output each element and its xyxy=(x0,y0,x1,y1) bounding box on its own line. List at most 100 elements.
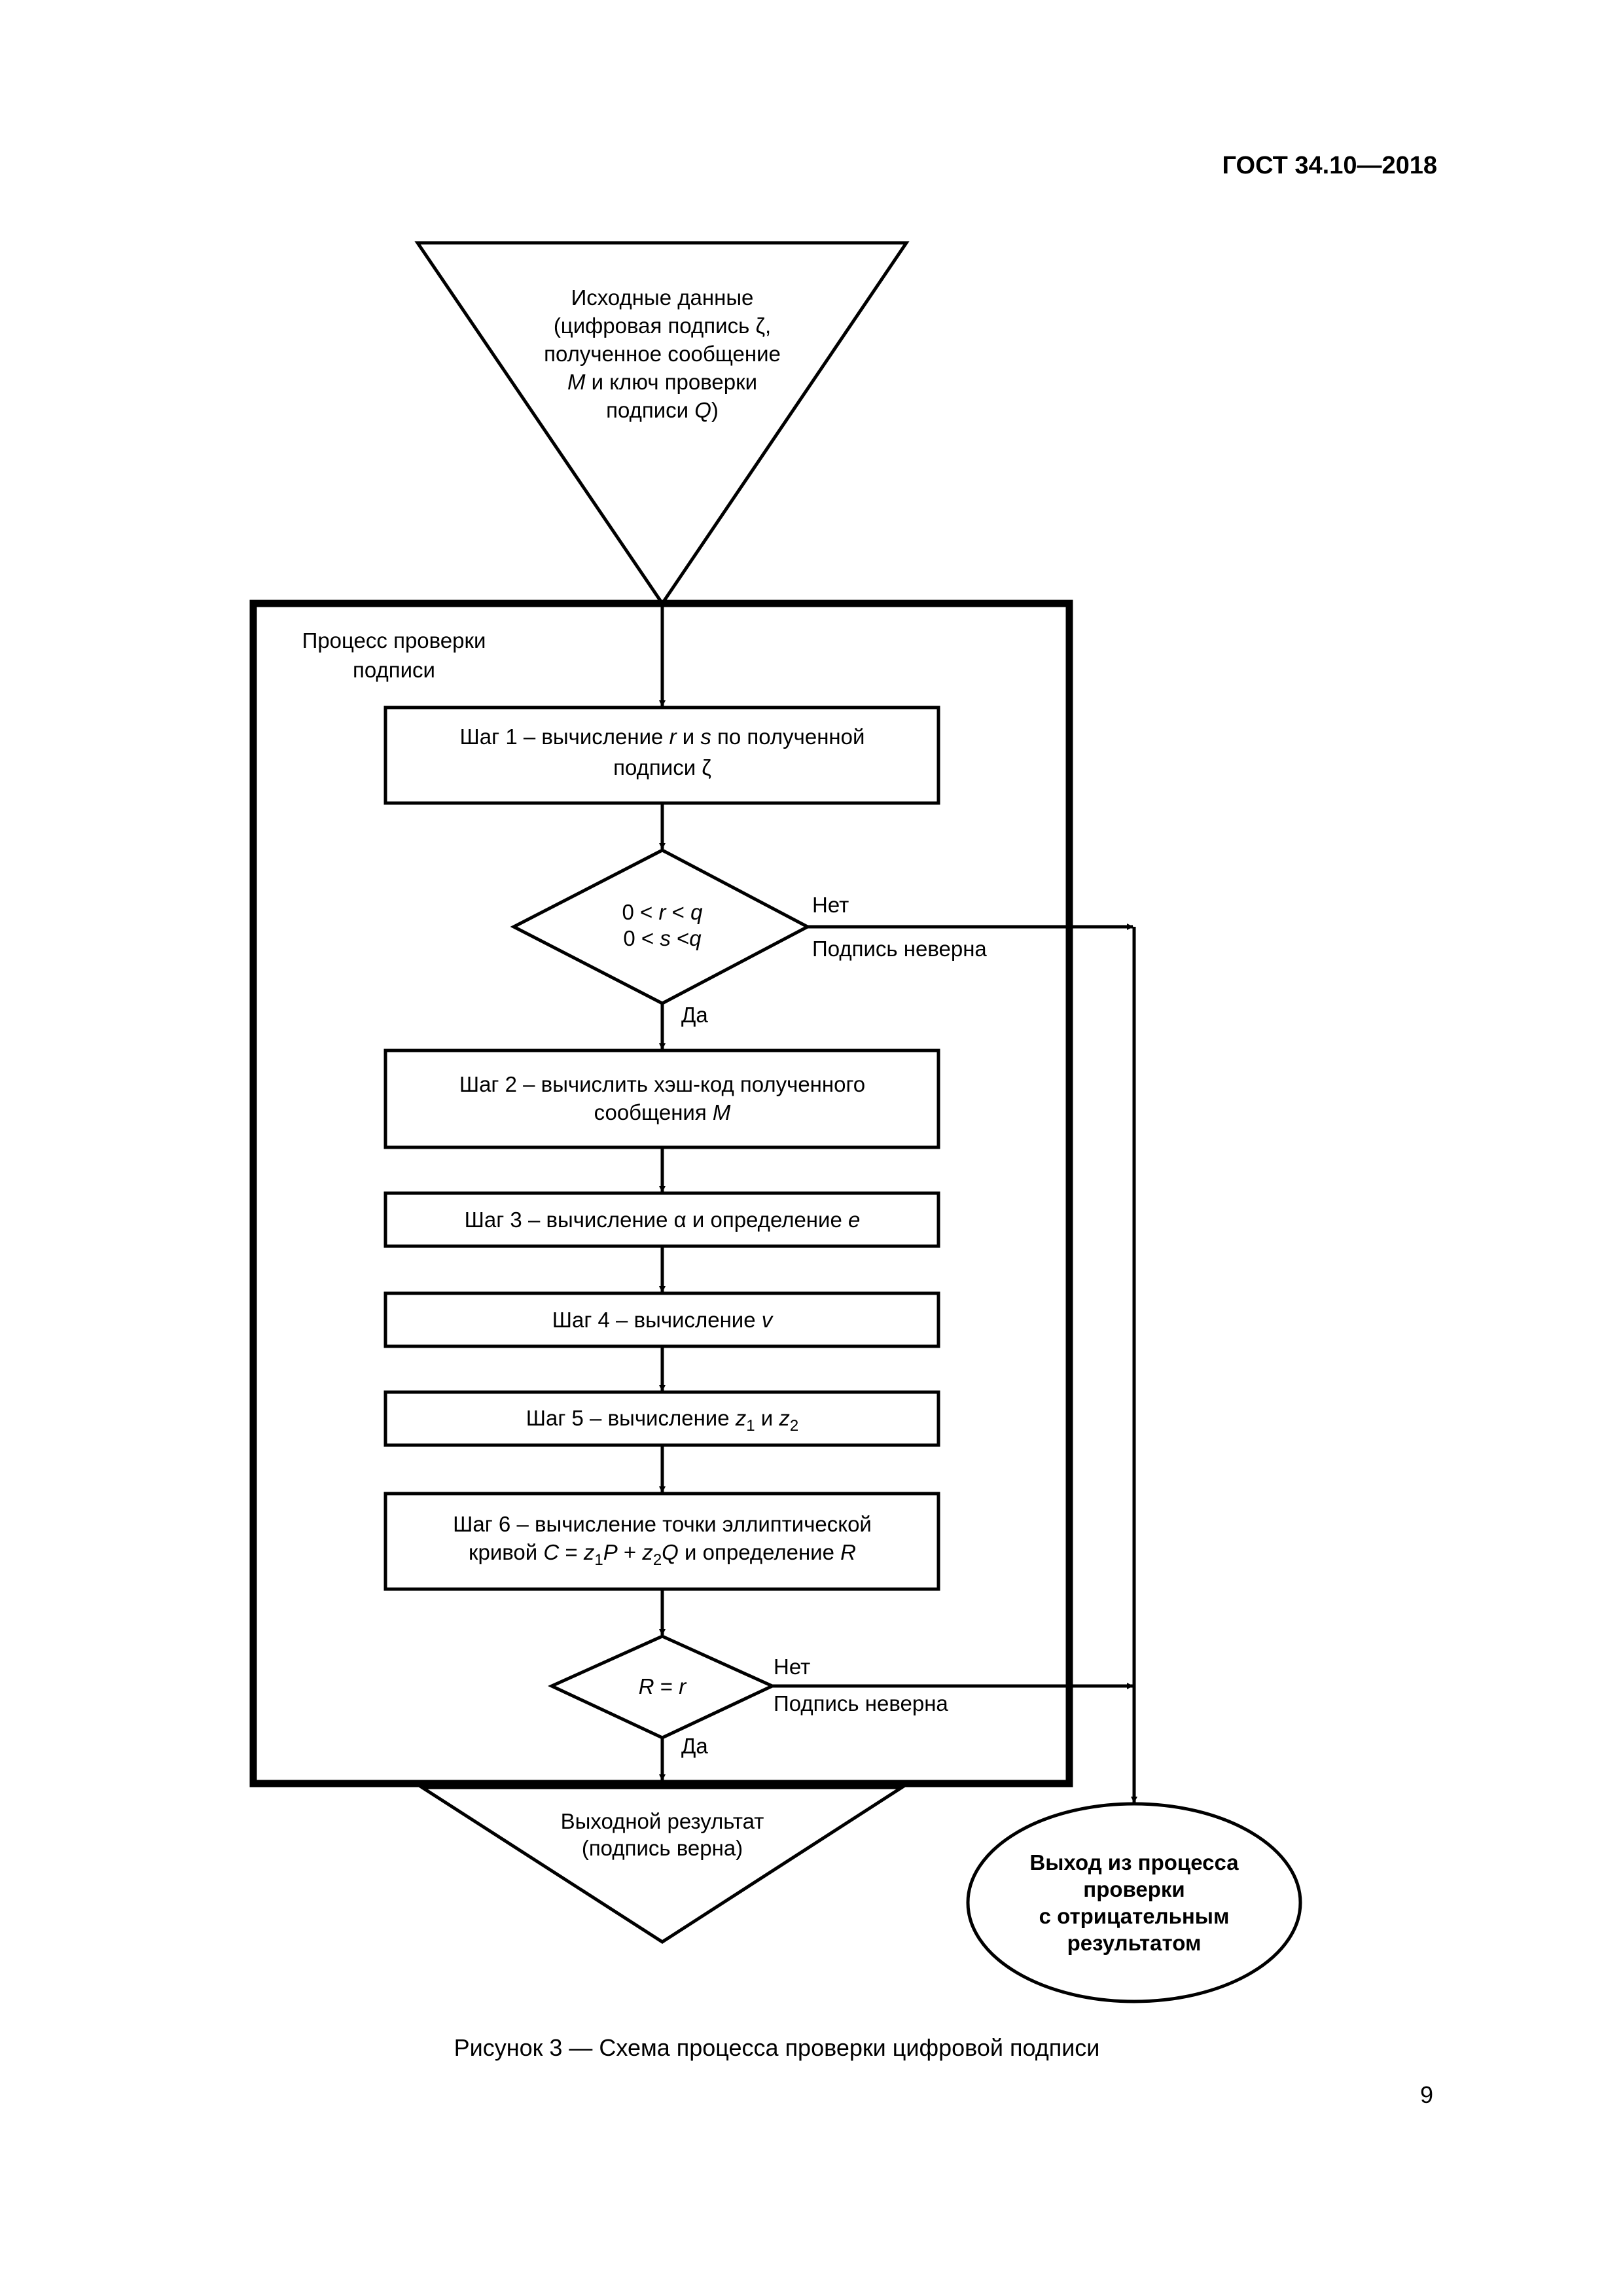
text-segment: Шаг 4 – вычисление xyxy=(552,1308,762,1332)
process-label: Процесс проверки подписи xyxy=(302,628,486,682)
text-line: Шаг 3 – вычисление α и определение e xyxy=(465,1208,861,1232)
text-segment: Шаг 3 – вычисление α и определение xyxy=(465,1208,848,1232)
text-line: 0 < r < q xyxy=(622,900,704,924)
figure-caption: Рисунок 3 — Схема процесса проверки цифр… xyxy=(454,2034,1100,2061)
text-segment: Шаг 6 – вычисление точки эллиптической xyxy=(453,1512,872,1536)
italic-symbol: z xyxy=(778,1406,790,1430)
italic-symbol: v xyxy=(762,1308,774,1332)
text-segment: Исходные данные xyxy=(571,285,754,310)
text-segment: Шаг 2 – вычислить хэш-код полученного xyxy=(459,1072,865,1096)
text-segment: ) xyxy=(711,398,719,422)
italic-symbol: R xyxy=(840,1540,856,1564)
text-line: Шаг 6 – вычисление точки эллиптической xyxy=(453,1512,872,1536)
italic-symbol: r xyxy=(659,900,668,924)
output-triangle xyxy=(416,1785,908,1944)
step3-text: Шаг 3 – вычисление α и определение e xyxy=(465,1208,861,1232)
text-line: Шаг 5 – вычисление z1 и z2 xyxy=(526,1406,799,1435)
text-line: кривой C = z1P + z2Q и определение R xyxy=(469,1540,856,1569)
input-text: Исходные данные (цифровая подпись ζ, получ… xyxy=(544,285,781,422)
italic-symbol: Q xyxy=(694,398,711,422)
text-segment: результатом xyxy=(1067,1931,1202,1955)
subscript: 1 xyxy=(594,1551,603,1569)
text-line: подписи ζ xyxy=(613,755,711,780)
text-line: проверки xyxy=(1083,1877,1185,1901)
italic-symbol: q xyxy=(689,926,702,950)
text-segment: кривой xyxy=(469,1540,543,1564)
text-segment: и определение xyxy=(679,1540,840,1564)
text-segment: (цифровая подпись ζ, xyxy=(554,314,771,338)
check2-yes-label: Да xyxy=(681,1734,708,1758)
text-line: M и ключ проверки xyxy=(567,370,757,394)
page-number: 9 xyxy=(1420,2081,1433,2108)
text-line: подписи Q) xyxy=(606,398,719,422)
step6-text: Шаг 6 – вычисление точки эллиптической кр… xyxy=(453,1512,872,1569)
italic-symbol: z xyxy=(583,1540,595,1564)
text-line: подписи xyxy=(353,658,435,682)
check2-fail-label: Подпись неверна xyxy=(774,1691,948,1715)
italic-symbol: s xyxy=(660,926,671,950)
italic-symbol: P xyxy=(603,1540,618,1564)
check2-diamond xyxy=(548,1634,776,1740)
step3-box xyxy=(383,1191,940,1248)
text-segment: Процесс проверки xyxy=(302,628,486,653)
text-line: Шаг 1 – вычисление r и s по полученной xyxy=(460,725,865,749)
text-line: Шаг 2 – вычислить хэш-код полученного xyxy=(459,1072,865,1096)
text-segment: = xyxy=(559,1540,584,1564)
check1-diamond xyxy=(510,848,812,1005)
text-segment: = xyxy=(654,1674,679,1698)
step5-text: Шаг 5 – вычисление z1 и z2 xyxy=(526,1406,799,1435)
text-line: Шаг 4 – вычисление v xyxy=(552,1308,774,1332)
check1-no-label: Нет xyxy=(812,893,849,917)
text-segment: проверки xyxy=(1083,1877,1185,1901)
text-line: Исходные данные xyxy=(571,285,754,310)
subscript: 2 xyxy=(653,1551,662,1569)
check2-no-label: Нет xyxy=(774,1655,810,1679)
text-segment: подписи ζ xyxy=(613,755,711,780)
italic-symbol: Q xyxy=(662,1540,679,1564)
output-text: Выходной результат (подпись верна) xyxy=(561,1809,764,1860)
text-segment: и xyxy=(677,725,701,749)
step4-box xyxy=(383,1291,940,1348)
text-line: сообщения M xyxy=(594,1100,731,1124)
text-line: полученное сообщение xyxy=(544,342,781,366)
text-segment: по полученной xyxy=(711,725,865,749)
negative-exit-ellipse xyxy=(966,1802,1302,2003)
step2-box xyxy=(383,1049,940,1149)
text-line: Процесс проверки xyxy=(302,628,486,653)
text-segment: и xyxy=(755,1406,779,1430)
text-line: с отрицательным xyxy=(1039,1904,1230,1928)
step4-text: Шаг 4 – вычисление v xyxy=(552,1308,774,1332)
text-segment: 0 < xyxy=(623,926,660,950)
text-segment: подписи xyxy=(606,398,694,422)
italic-symbol: M xyxy=(713,1100,731,1124)
text-line: Выходной результат xyxy=(561,1809,764,1833)
italic-symbol: s xyxy=(700,725,711,749)
subscript: 2 xyxy=(790,1417,798,1435)
text-segment: Выход из процесса xyxy=(1029,1850,1239,1874)
text-line: Выход из процесса xyxy=(1029,1850,1239,1874)
text-segment: подписи xyxy=(353,658,435,682)
text-segment: с отрицательным xyxy=(1039,1904,1230,1928)
text-line: R = r xyxy=(639,1674,687,1698)
text-line: (подпись верна) xyxy=(582,1836,743,1860)
italic-symbol: M xyxy=(567,370,586,394)
text-segment: и ключ проверки xyxy=(585,370,757,394)
text-segment: (подпись верна) xyxy=(582,1836,743,1860)
italic-symbol: z xyxy=(641,1540,653,1564)
step5-box xyxy=(383,1390,940,1447)
italic-symbol: C xyxy=(543,1540,560,1564)
check2-text: R = r xyxy=(639,1674,687,1698)
step1-box xyxy=(383,706,940,805)
connectors xyxy=(659,603,1137,1803)
text-segment: Шаг 1 – вычисление xyxy=(460,725,669,749)
check1-yes-label: Да xyxy=(681,1003,708,1027)
italic-symbol: r xyxy=(669,725,678,749)
text-segment: + xyxy=(618,1540,643,1564)
input-triangle xyxy=(414,241,910,607)
step6-box xyxy=(383,1492,940,1591)
text-segment: Выходной результат xyxy=(561,1809,764,1833)
text-segment: Шаг 5 – вычисление xyxy=(526,1406,736,1430)
